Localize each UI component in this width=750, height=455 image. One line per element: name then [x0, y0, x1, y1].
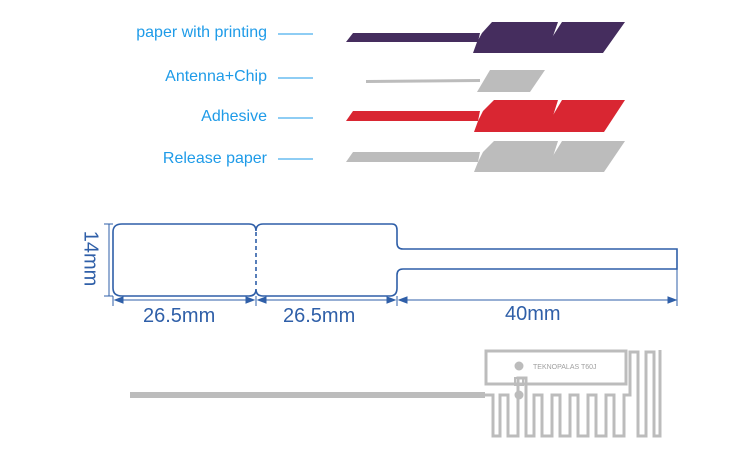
label-release-paper: Release paper	[162, 150, 267, 167]
layer-adhesive	[346, 100, 625, 132]
tag-outline	[112, 223, 678, 297]
layer-paper-with-printing	[346, 22, 625, 53]
dim-section1: 26.5mm	[143, 305, 216, 327]
label-paper-with-printing: paper with printing	[136, 24, 267, 41]
chip-label: TEKNOPALAS T60J	[533, 364, 597, 371]
label-antenna-chip: Antenna+Chip	[165, 68, 267, 85]
dim-section2: 26.5mm	[283, 305, 356, 327]
layer-release-paper	[346, 141, 625, 172]
dim-height: 14mm	[79, 230, 102, 287]
dim-tail: 40mm	[505, 303, 561, 325]
antenna-drawing	[130, 349, 662, 438]
dimension-lines	[104, 223, 678, 306]
label-adhesive: Adhesive	[201, 108, 267, 125]
layer-antenna-chip	[366, 70, 545, 92]
